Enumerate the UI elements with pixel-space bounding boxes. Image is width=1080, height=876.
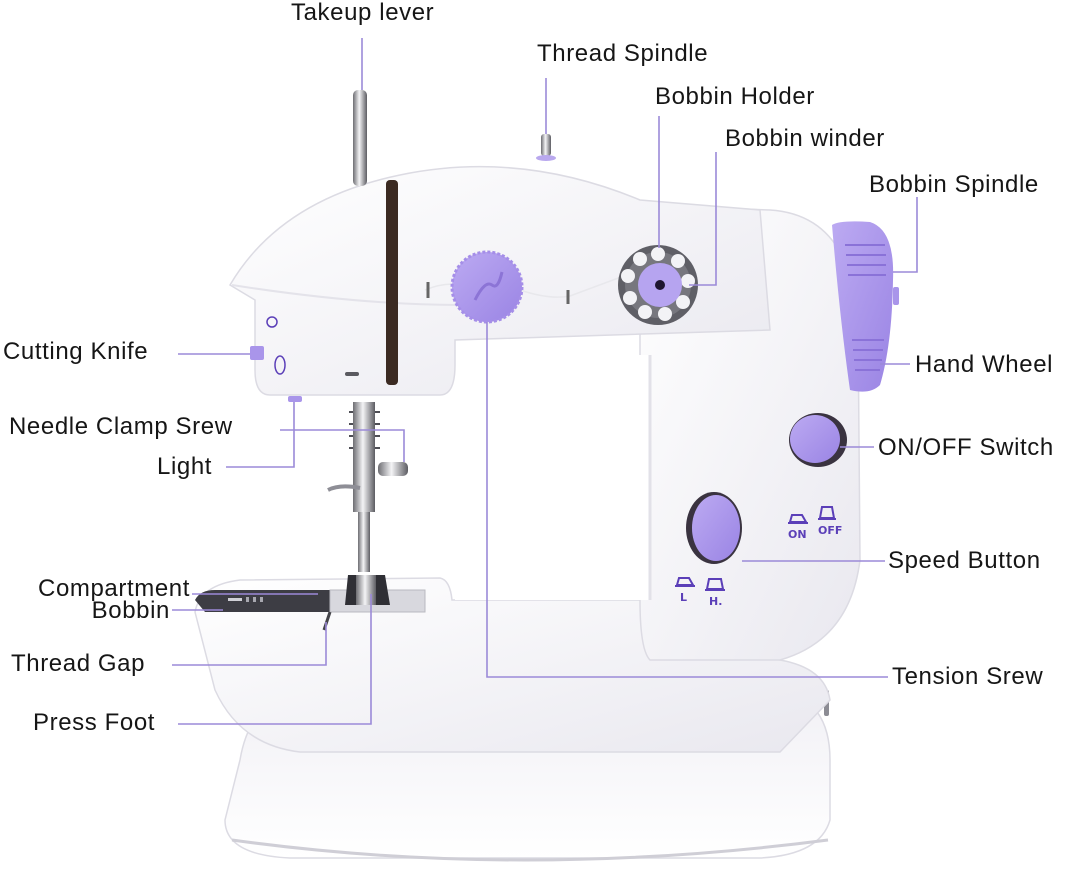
hand-wheel	[832, 221, 899, 392]
takeup-lever-rod	[353, 90, 367, 186]
switch-on-marking: ON	[788, 528, 807, 541]
label-thread-gap: Thread Gap	[11, 650, 146, 677]
label-compartment-bobbin: Compartment Bobbin	[2, 575, 190, 624]
bobbin-holder	[618, 245, 698, 325]
label-takeup-lever: Takeup lever	[291, 0, 435, 26]
on-off-switch	[789, 413, 847, 467]
label-on-off-switch: ON/OFF Switch	[878, 434, 1054, 461]
label-light: Light	[157, 453, 213, 480]
label-needle-clamp-screw: Needle Clamp Srew	[9, 413, 233, 440]
label-bobbin-holder: Bobbin Holder	[655, 83, 815, 110]
label-thread-spindle: Thread Spindle	[537, 40, 709, 67]
label-cutting-knife: Cutting Knife	[3, 338, 149, 365]
speed-high-marking: H.	[709, 595, 723, 608]
label-tension-screw: Tension Srew	[892, 663, 1044, 690]
label-bobbin-winder: Bobbin winder	[725, 125, 885, 152]
switch-off-marking: OFF	[818, 524, 843, 537]
tension-dial	[450, 250, 524, 324]
label-press-foot: Press Foot	[33, 709, 156, 736]
label-bobbin-spindle: Bobbin Spindle	[869, 171, 1039, 198]
thread-spindle	[536, 134, 556, 161]
leader-lines	[172, 38, 918, 725]
speed-low-marking: L	[680, 591, 688, 604]
label-bobbin-line: Bobbin	[91, 597, 170, 624]
label-hand-wheel: Hand Wheel	[915, 351, 1054, 378]
needle-assembly	[327, 402, 408, 605]
label-compartment-line: Compartment	[38, 575, 190, 602]
label-speed-button: Speed Button	[888, 547, 1041, 574]
speed-button	[686, 492, 742, 564]
